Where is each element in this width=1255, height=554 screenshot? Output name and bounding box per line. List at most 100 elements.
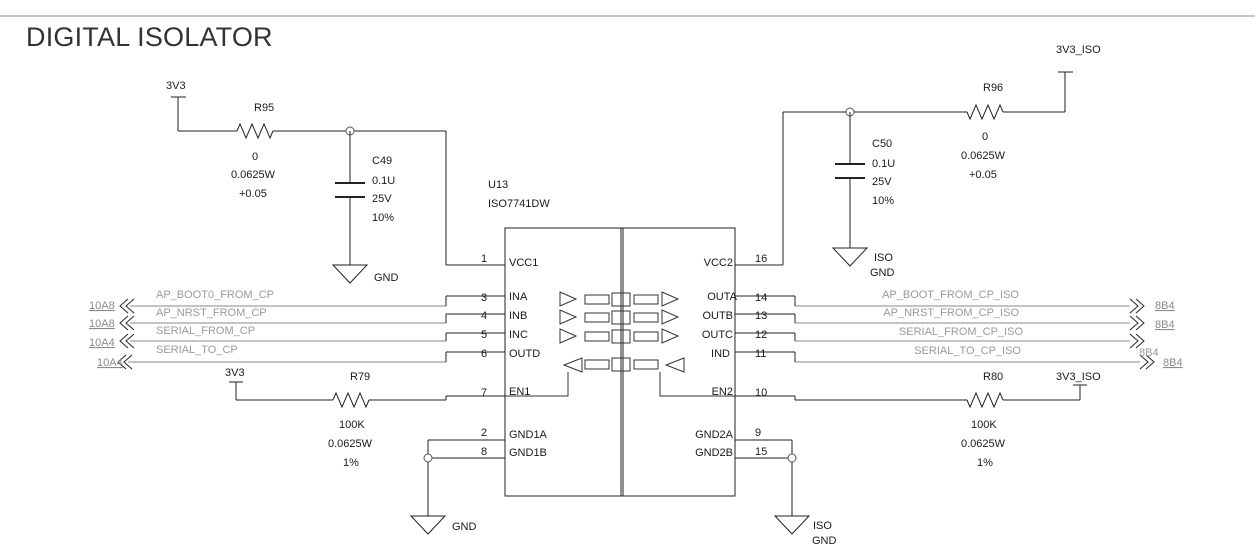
gnd-label-c49: GND [374,272,399,284]
pin-number: 5 [481,329,487,341]
net-label: AP_BOOT0_FROM_CP [156,289,274,301]
en1-pullup-section: 3V3 R79 100K 0.0625W 1% [225,367,447,469]
page-ref-link[interactable]: 10A4 [89,337,115,349]
r96-ref: R96 [983,82,1003,94]
pin-name: EN1 [509,386,530,398]
chip-u13: U13 ISO7741DW 1 3 4 5 6 7 2 [428,179,795,497]
page-ref-link[interactable]: 10A4 [97,357,123,369]
r79-tolerance: 1% [343,457,359,469]
ground-symbol [409,515,447,535]
pin-number: 15 [755,446,767,458]
page-ref-overlap: 8B4 [1139,347,1159,359]
chip-body-right [620,227,736,497]
power-label-3v3-iso-en2: 3V3_ISO [1056,371,1101,383]
r95-tolerance: +0.05 [239,188,267,200]
r79-power: 0.0625W [328,438,373,450]
capacitor-c49 [335,182,365,198]
r80-ref: R80 [983,371,1003,383]
pin-name: GND2B [695,447,733,459]
pin-name: VCC2 [704,257,733,269]
left-signal-nets: AP_BOOT0_FROM_CP AP_NRST_FROM_CP SERIAL_… [89,289,447,370]
pin-name: OUTB [702,310,733,322]
pin-name: INB [509,310,527,322]
sheet-title: DIGITAL ISOLATOR [26,22,273,52]
iso-ground-symbol [831,247,869,267]
offpage-arrow [119,333,129,349]
iso-ground-symbol [773,515,811,535]
c50-voltage: 25V [872,176,892,188]
vcc1-power-section: 3V3 R95 0 0.0625W +0.05 C49 0.1U 25V 10%… [166,80,505,284]
r96-value: 0 [982,131,988,143]
page-ref-link[interactable]: 10A8 [89,300,115,312]
r80-tolerance: 1% [977,457,993,469]
pin-number: 9 [755,427,761,439]
c50-tolerance: 10% [872,195,894,207]
gnd1-section: GND [409,440,477,535]
offpage-arrow [1129,315,1139,331]
pin-name: INC [509,329,528,341]
gnd2-section: ISO GND [773,440,837,547]
r95-value: 0 [252,151,258,163]
pin-name: OUTA [707,291,737,303]
offpage-arrow [1129,298,1139,314]
r80-power: 0.0625W [961,438,1006,450]
pin-name: OUTD [509,348,540,360]
pin-number: 8 [481,446,487,458]
pin-number: 11 [755,348,766,360]
net-label: AP_NRST_FROM_CP [156,307,267,319]
gnd-label-chip: GND [452,521,477,533]
vcc2-power-section: 3V3_ISO R96 0 0.0625W +0.05 C50 0.1U 25V… [735,44,1101,279]
r96-tolerance: +0.05 [969,169,997,181]
pin-number: 14 [755,292,767,304]
chip-refdes: U13 [488,179,508,191]
net-label: SERIAL_FROM_CP_ISO [899,326,1024,338]
c49-voltage: 25V [372,193,392,205]
page-ref-link[interactable]: 8B4 [1155,300,1175,312]
iso-label-c50: ISO [874,252,893,264]
pin-number: 12 [755,329,767,341]
chip-part-number: ISO7741DW [488,198,550,210]
r79-ref: R79 [350,371,370,383]
net-label: SERIAL_TO_CP_ISO [914,345,1021,357]
capacitor-c50 [835,163,865,179]
iso-gnd-label-c50: GND [870,267,895,279]
net-label: AP_NRST_FROM_CP_ISO [883,307,1019,319]
c49-value: 0.1U [372,175,395,187]
page-ref-link[interactable]: 10A8 [89,318,115,330]
pin-name: OUTC [702,329,733,341]
offpage-arrow [1129,333,1139,349]
resistor-r80 [966,391,1004,409]
pin-number: 10 [755,387,767,399]
pin-name: EN2 [712,386,733,398]
junction-dot [787,453,797,463]
r80-value: 100K [971,419,997,431]
pin-number: 3 [481,292,487,304]
pin-number: 4 [481,310,487,322]
pin-number: 1 [481,253,487,265]
page-ref-link[interactable]: 8B4 [1163,357,1183,369]
r96-power: 0.0625W [961,150,1006,162]
power-label-3v3-iso: 3V3_ISO [1056,44,1101,56]
r79-value: 100K [339,419,365,431]
c50-ref: C50 [872,138,892,150]
pin-name: IND [711,348,730,360]
isolation-channels [505,291,735,397]
pin-number: 16 [755,253,767,265]
resistor-r95 [236,122,274,140]
page-ref-link[interactable]: 8B4 [1155,319,1175,331]
pin-name: GND2A [695,429,734,441]
pin-number: 7 [481,387,487,399]
pin-number: 6 [481,348,487,360]
net-label: SERIAL_FROM_CP [156,325,255,337]
c49-ref: C49 [372,155,392,167]
en2-pullup-section: 3V3_ISO R80 100K 0.0625W 1% [794,371,1101,469]
resistor-r79 [332,391,370,409]
junction-dot [423,453,433,463]
net-label: SERIAL_TO_CP [156,344,238,356]
pin-name: GND1B [509,447,547,459]
pin-name: GND1A [509,429,548,441]
pin-number: 2 [481,427,487,439]
pin-number: 13 [755,310,767,322]
